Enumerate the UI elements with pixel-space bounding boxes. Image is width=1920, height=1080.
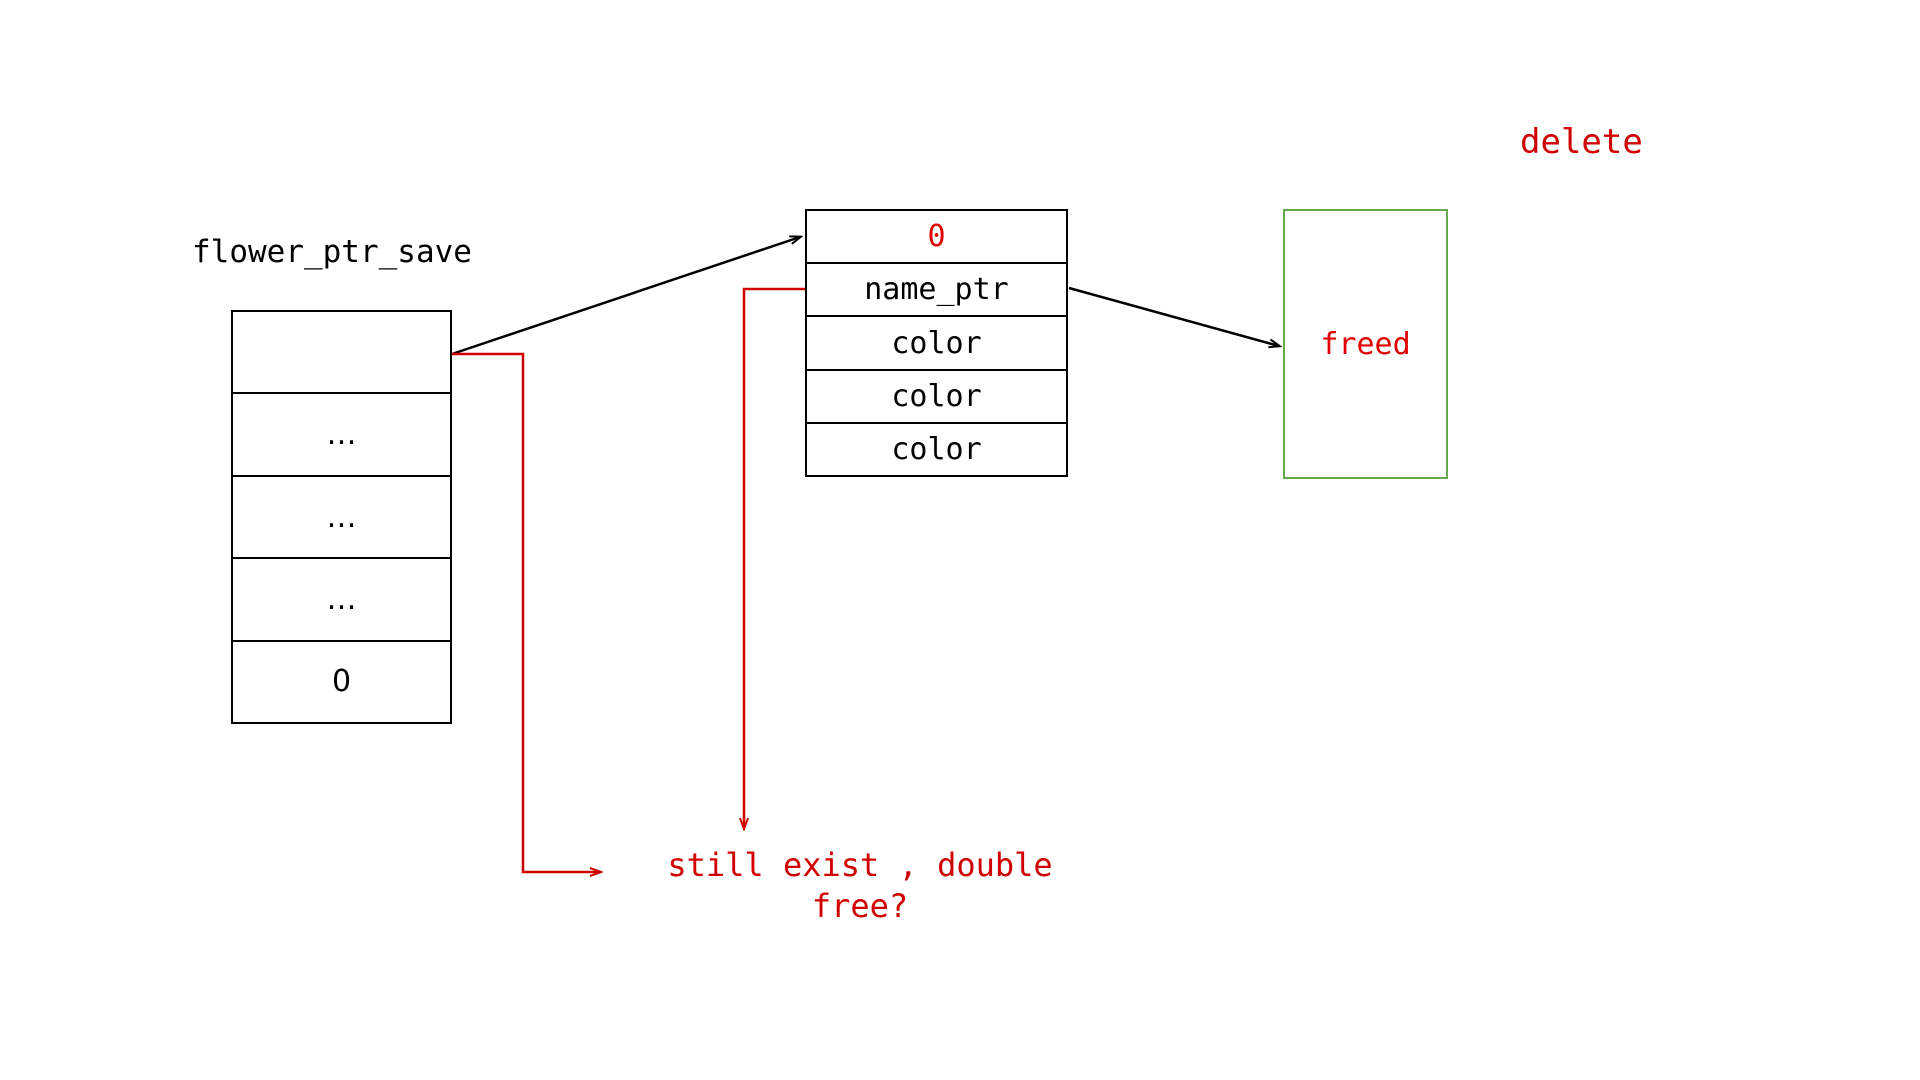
double-free-annotation: still exist , double free?: [667, 846, 1072, 925]
arrow-stack-red-to-annotation: [452, 352, 600, 872]
stack-cell-null-terminator: 0: [331, 664, 352, 700]
stack-variable-label: flower_ptr_save: [192, 234, 472, 270]
arrow-struct-red-down-to-annotation: [744, 287, 805, 828]
struct-cell-color-3: color: [891, 431, 982, 467]
struct-object-table: 0 name_ptr color color color: [805, 209, 1068, 477]
stack-cell-ellipsis-2: …: [233, 477, 450, 560]
arrow-name-ptr-to-freed: [1068, 286, 1279, 346]
stack-array-table: … … … 0: [231, 310, 452, 724]
freed-memory-box: freed: [1283, 209, 1448, 479]
delete-operation-label: delete: [1520, 122, 1643, 162]
arrow-stack-to-struct: [451, 237, 800, 356]
struct-cell-color-1: color: [807, 317, 1066, 371]
struct-cell-name-ptr: name_ptr: [807, 264, 1066, 318]
stack-cell-pointer: [233, 312, 450, 395]
stack-cell-ellipsis-3: …: [233, 559, 450, 642]
struct-cell-vtable-zero: 0: [807, 211, 1066, 265]
struct-cell-color-2: color: [807, 371, 1066, 424]
stack-cell-ellipsis-1: …: [233, 394, 450, 477]
